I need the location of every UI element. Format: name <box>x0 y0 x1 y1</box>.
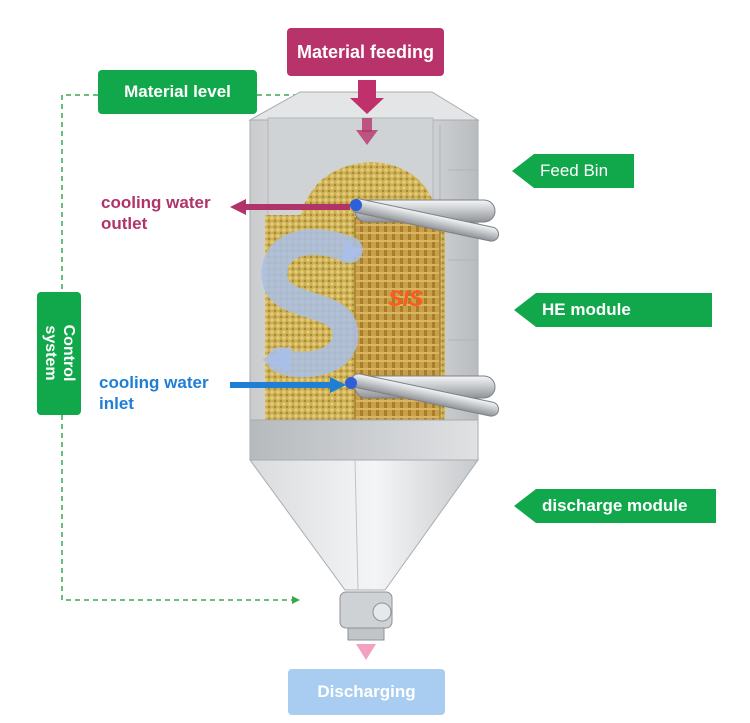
cooling-water-outlet-label: cooling water outlet <box>101 193 211 233</box>
sis-logo-text: SIS <box>388 286 424 311</box>
flow-arrow <box>261 228 363 378</box>
control-loop-arrowhead <box>292 596 300 604</box>
discharge-module-text: discharge module <box>542 496 688 515</box>
feeding-arrow <box>350 98 384 114</box>
discharge-arrow <box>356 644 376 660</box>
cooling-water-inlet-label: cooling water inlet <box>99 373 209 413</box>
outlet-arrow <box>230 199 350 215</box>
he-module-text: HE module <box>542 300 631 319</box>
material-level-label: Material level <box>98 70 257 114</box>
discharging-label: Discharging <box>288 669 445 715</box>
control-loop-line <box>61 94 296 601</box>
discharging-text: Discharging <box>317 682 416 701</box>
material-level-text: Material level <box>124 82 231 101</box>
inlet-arrow <box>230 377 346 393</box>
discharge-cone <box>249 459 479 591</box>
he-module-tag: HE module <box>514 293 712 327</box>
feed-bin-text: Feed Bin <box>540 161 609 180</box>
feed-bin-tag: Feed Bin <box>512 154 634 188</box>
discharge-module-tag: discharge module <box>514 489 716 523</box>
control-system-label: Control system <box>37 292 81 415</box>
material-feeding-label: Material feeding <box>287 28 444 76</box>
control-system-text: Control system <box>42 324 77 382</box>
discharge-flange <box>249 419 479 461</box>
material-feeding-text: Material feeding <box>296 41 435 62</box>
sis-logo: SIS <box>388 286 428 314</box>
